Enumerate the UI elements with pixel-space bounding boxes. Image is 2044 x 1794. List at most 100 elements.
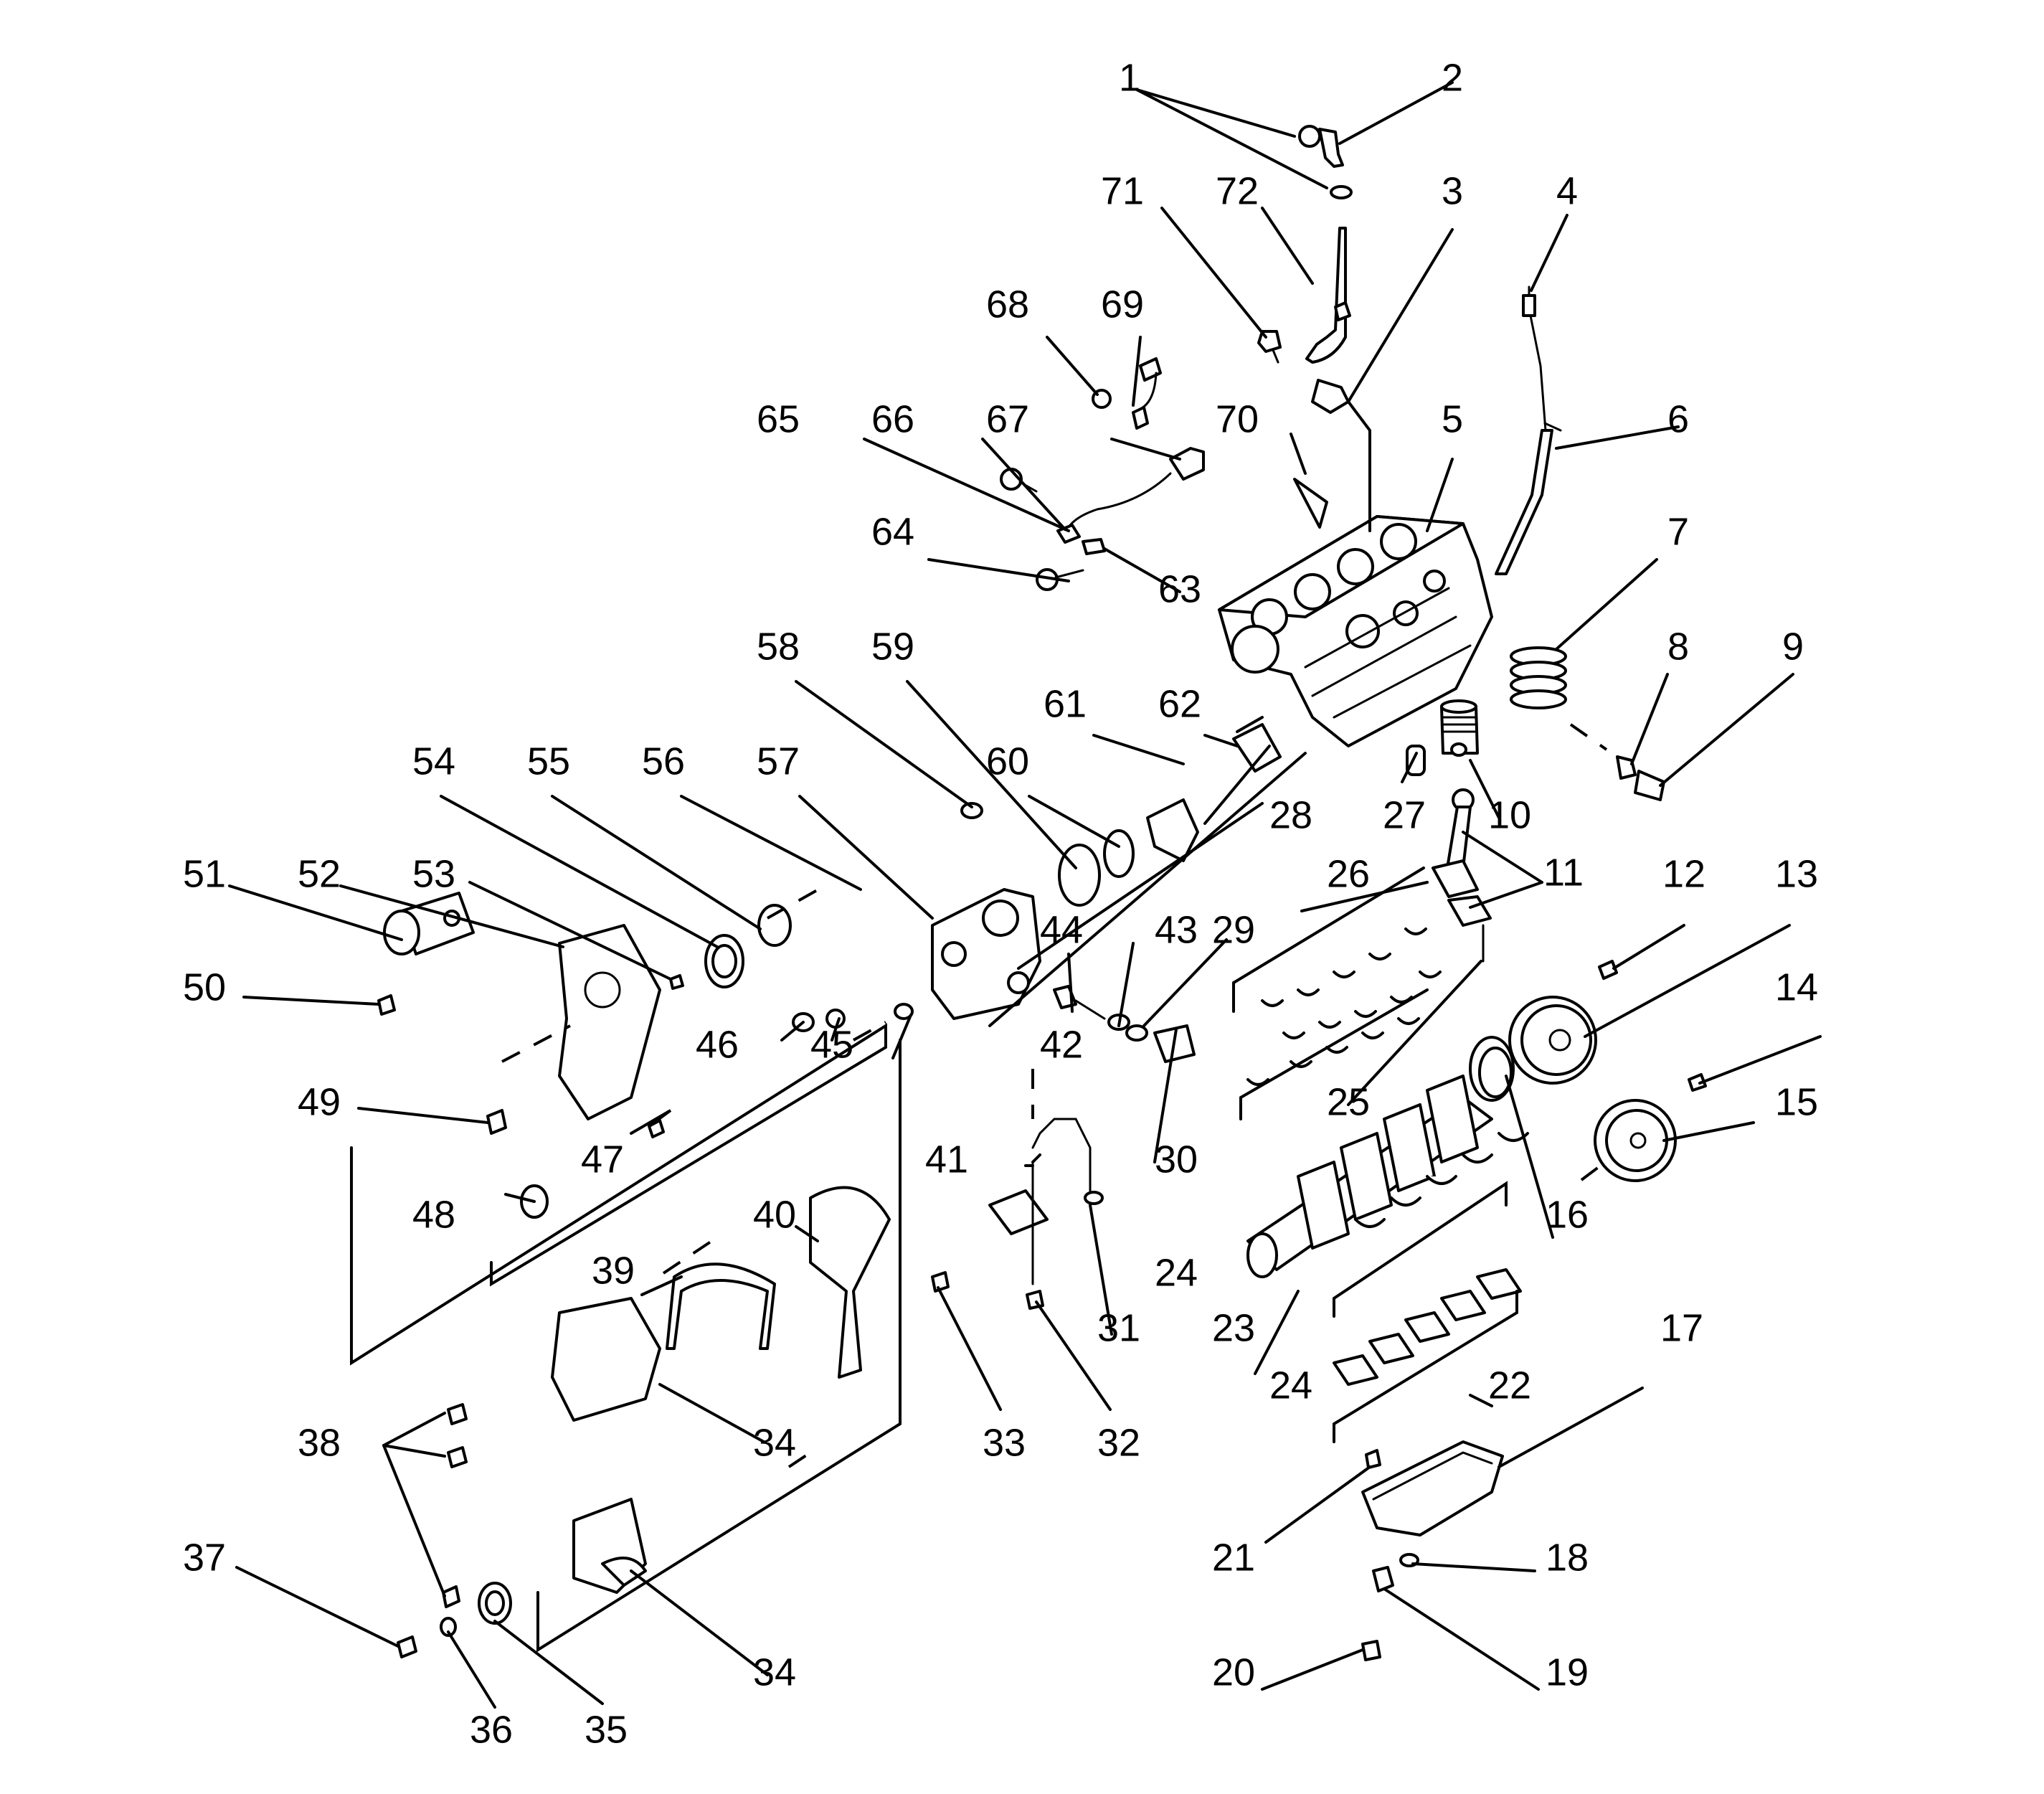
callout-51: 51 xyxy=(183,852,226,895)
callout-15: 15 xyxy=(1775,1080,1818,1123)
front-timing-cover-upper xyxy=(551,1297,661,1422)
callout-65: 65 xyxy=(757,397,800,440)
callout-8: 8 xyxy=(1667,625,1689,668)
knock-sensor-assembly xyxy=(1000,357,1205,591)
callout-19: 19 xyxy=(1546,1651,1589,1694)
callout-12: 12 xyxy=(1662,852,1705,895)
cover-bolt xyxy=(447,1446,468,1468)
assembly-lines xyxy=(501,723,1612,1468)
callout-20: 20 xyxy=(1212,1651,1255,1694)
callout-41: 41 xyxy=(925,1138,968,1181)
callout-18: 18 xyxy=(1546,1536,1589,1579)
callout-24-lower: 24 xyxy=(1269,1364,1312,1407)
callout-60: 60 xyxy=(986,740,1029,783)
callout-14: 14 xyxy=(1775,966,1818,1009)
callout-5: 5 xyxy=(1442,397,1463,440)
callout-1: 1 xyxy=(1119,56,1140,99)
callout-9: 9 xyxy=(1782,625,1804,668)
pickup-bolt xyxy=(931,1271,950,1293)
callout-32: 32 xyxy=(1097,1421,1140,1464)
front-timing-cover-lower xyxy=(572,1498,647,1594)
block-plug xyxy=(1293,478,1328,529)
callout-31: 31 xyxy=(1097,1306,1140,1349)
oil-gauge-tube xyxy=(1495,285,1562,575)
piston xyxy=(1440,699,1479,757)
callout-67: 67 xyxy=(986,397,1029,440)
cover-bolt xyxy=(447,1403,468,1425)
callout-47: 47 xyxy=(581,1138,624,1181)
callout-29: 29 xyxy=(1212,908,1255,951)
callout-63: 63 xyxy=(1158,567,1201,610)
crank-pulley-gear xyxy=(704,904,792,988)
callout-34-upper: 34 xyxy=(753,1421,796,1464)
callout-70: 70 xyxy=(1216,397,1259,440)
sprocket-bolt xyxy=(1598,960,1618,980)
callout-35: 35 xyxy=(585,1708,628,1751)
oil-pan-drain xyxy=(1361,1449,1419,1661)
callout-56: 56 xyxy=(642,740,685,783)
callout-50: 50 xyxy=(183,966,226,1009)
main-bearing-caps xyxy=(1333,1268,1522,1386)
callout-55: 55 xyxy=(527,740,570,783)
callout-33: 33 xyxy=(983,1421,1026,1464)
callout-45: 45 xyxy=(810,1023,853,1066)
cover-bolt xyxy=(442,1585,460,1608)
leader-lines xyxy=(228,81,1822,1709)
sprocket-bolt xyxy=(1688,1073,1707,1092)
callout-46: 46 xyxy=(696,1023,739,1066)
callout-13: 13 xyxy=(1775,852,1818,895)
callout-68: 68 xyxy=(986,283,1029,326)
callout-26: 26 xyxy=(1327,852,1370,895)
callout-10: 10 xyxy=(1488,793,1531,836)
callout-44: 44 xyxy=(1040,908,1083,951)
callout-52: 52 xyxy=(298,852,341,895)
dipstick-tube xyxy=(1305,227,1350,414)
callout-39: 39 xyxy=(592,1249,635,1292)
callout-61: 61 xyxy=(1044,682,1087,725)
callout-36: 36 xyxy=(470,1708,513,1751)
callout-23: 23 xyxy=(1212,1306,1255,1349)
belt-tensioner xyxy=(397,1582,512,1658)
callout-43: 43 xyxy=(1155,908,1198,951)
callout-72: 72 xyxy=(1216,169,1259,212)
callout-25: 25 xyxy=(1327,1080,1370,1123)
callout-21: 21 xyxy=(1212,1536,1255,1579)
oil-pickup-tube xyxy=(988,1118,1104,1285)
idler-bolt xyxy=(377,994,396,1016)
callout-57: 57 xyxy=(757,740,800,783)
callout-4: 4 xyxy=(1556,169,1578,212)
callout-30: 30 xyxy=(1155,1138,1198,1181)
callout-2: 2 xyxy=(1442,56,1463,99)
piston-pin xyxy=(1406,745,1426,776)
callout-69: 69 xyxy=(1101,283,1144,326)
callout-38: 38 xyxy=(298,1421,341,1464)
oil-pressure-switch xyxy=(1616,755,1665,801)
piston-rings xyxy=(1510,646,1567,709)
crankshaft xyxy=(1246,1075,1493,1278)
callout-71: 71 xyxy=(1101,169,1144,212)
callout-53: 53 xyxy=(412,852,455,895)
callout-11: 11 xyxy=(1543,851,1584,894)
oil-pan xyxy=(1361,1440,1504,1536)
callout-62: 62 xyxy=(1158,682,1201,725)
callout-59: 59 xyxy=(871,625,914,668)
shaft-axis xyxy=(988,752,1307,1027)
connecting-rod xyxy=(1432,788,1492,963)
callout-37: 37 xyxy=(183,1536,226,1579)
callout-28: 28 xyxy=(1269,793,1312,836)
callout-17: 17 xyxy=(1660,1306,1703,1349)
rear-timing-cover xyxy=(558,924,661,1120)
oil-pump-housing xyxy=(931,888,1041,1020)
callout-3: 3 xyxy=(1442,169,1463,212)
callout-42: 42 xyxy=(1040,1023,1083,1066)
callout-40: 40 xyxy=(753,1193,796,1236)
callout-22: 22 xyxy=(1488,1364,1531,1407)
main-bearings-upper xyxy=(1354,1132,1529,1228)
callout-6: 6 xyxy=(1667,397,1689,440)
callout-49: 49 xyxy=(298,1080,341,1123)
rear-main-seal xyxy=(1469,1036,1515,1102)
callout-48: 48 xyxy=(412,1193,455,1236)
callout-34-lower: 34 xyxy=(753,1651,796,1694)
